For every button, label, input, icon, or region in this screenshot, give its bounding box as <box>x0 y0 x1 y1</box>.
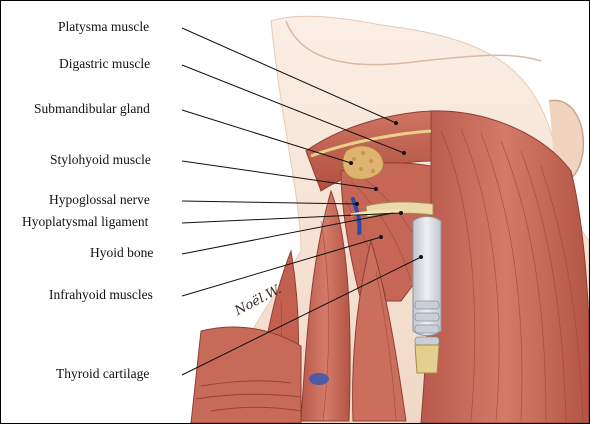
label-hyoplatysmal-ligament: Hyoplatysmal ligament <box>22 214 148 230</box>
trachea <box>415 345 439 373</box>
label-stylohyoid-muscle: Stylohyoid muscle <box>50 152 151 168</box>
label-hyoid-bone: Hyoid bone <box>90 245 153 261</box>
label-digastric-muscle: Digastric muscle <box>59 56 150 72</box>
label-platysma-muscle: Platysma muscle <box>58 19 149 35</box>
label-infrahyoid-muscles: Infrahyoid muscles <box>49 287 153 303</box>
label-hypoglossal-nerve: Hypoglossal nerve <box>49 192 150 208</box>
vessel <box>309 373 329 385</box>
label-submandibular-gland: Submandibular gland <box>34 101 150 117</box>
label-thyroid-cartilage: Thyroid cartilage <box>56 366 149 382</box>
